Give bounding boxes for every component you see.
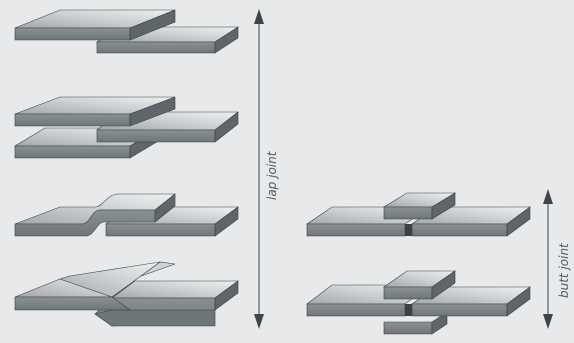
gap <box>405 224 412 236</box>
top-strap <box>383 270 456 300</box>
bottom-strap <box>383 311 448 335</box>
gap <box>405 304 412 316</box>
strap <box>382 192 457 220</box>
beveled-lap-joint <box>14 261 239 327</box>
upper-plate <box>14 261 176 311</box>
double-strap-butt-joint <box>306 270 531 335</box>
butt-joint-label: butt joint <box>557 242 571 298</box>
simple-lap-joint <box>14 9 240 54</box>
lap-joint-arrow <box>254 9 264 329</box>
lap-joint-label: lap joint <box>265 150 279 200</box>
lower-plate <box>94 280 239 327</box>
top-left-plate <box>14 96 176 127</box>
upper-plate <box>14 9 176 41</box>
double-lap-joint <box>13 96 239 159</box>
joggled-plate <box>14 193 176 237</box>
joggled-lap-joint <box>14 193 239 237</box>
single-strap-butt-joint <box>306 192 531 237</box>
butt-joint-arrow <box>543 189 553 329</box>
